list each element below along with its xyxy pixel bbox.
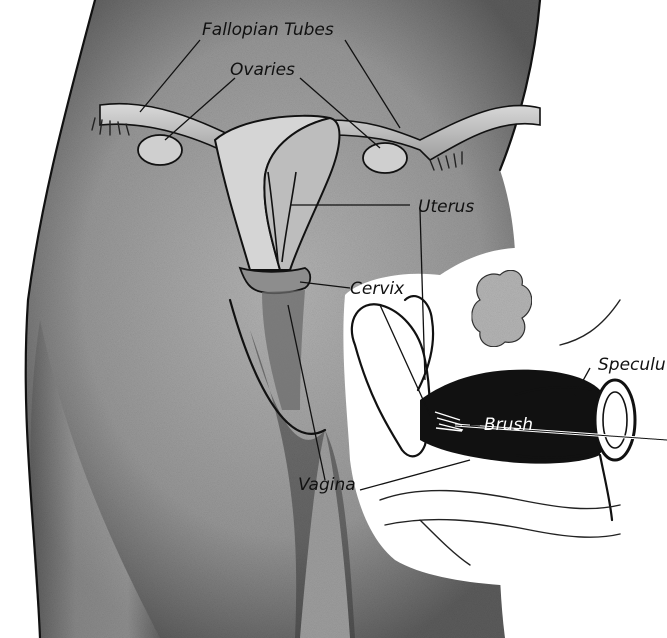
left-ovary [138, 135, 182, 165]
label-vagina: Vagina [298, 475, 356, 495]
label-cervix: Cervix [350, 279, 405, 299]
label-brush: Brush [484, 415, 533, 435]
bowel-shape [472, 270, 532, 346]
label-uterus: Uterus [418, 197, 474, 217]
label-speculum: Speculu [598, 355, 666, 375]
label-fallopian-tubes: Fallopian Tubes [202, 20, 334, 40]
right-ovary [363, 143, 407, 173]
label-ovaries: Ovaries [230, 60, 295, 80]
